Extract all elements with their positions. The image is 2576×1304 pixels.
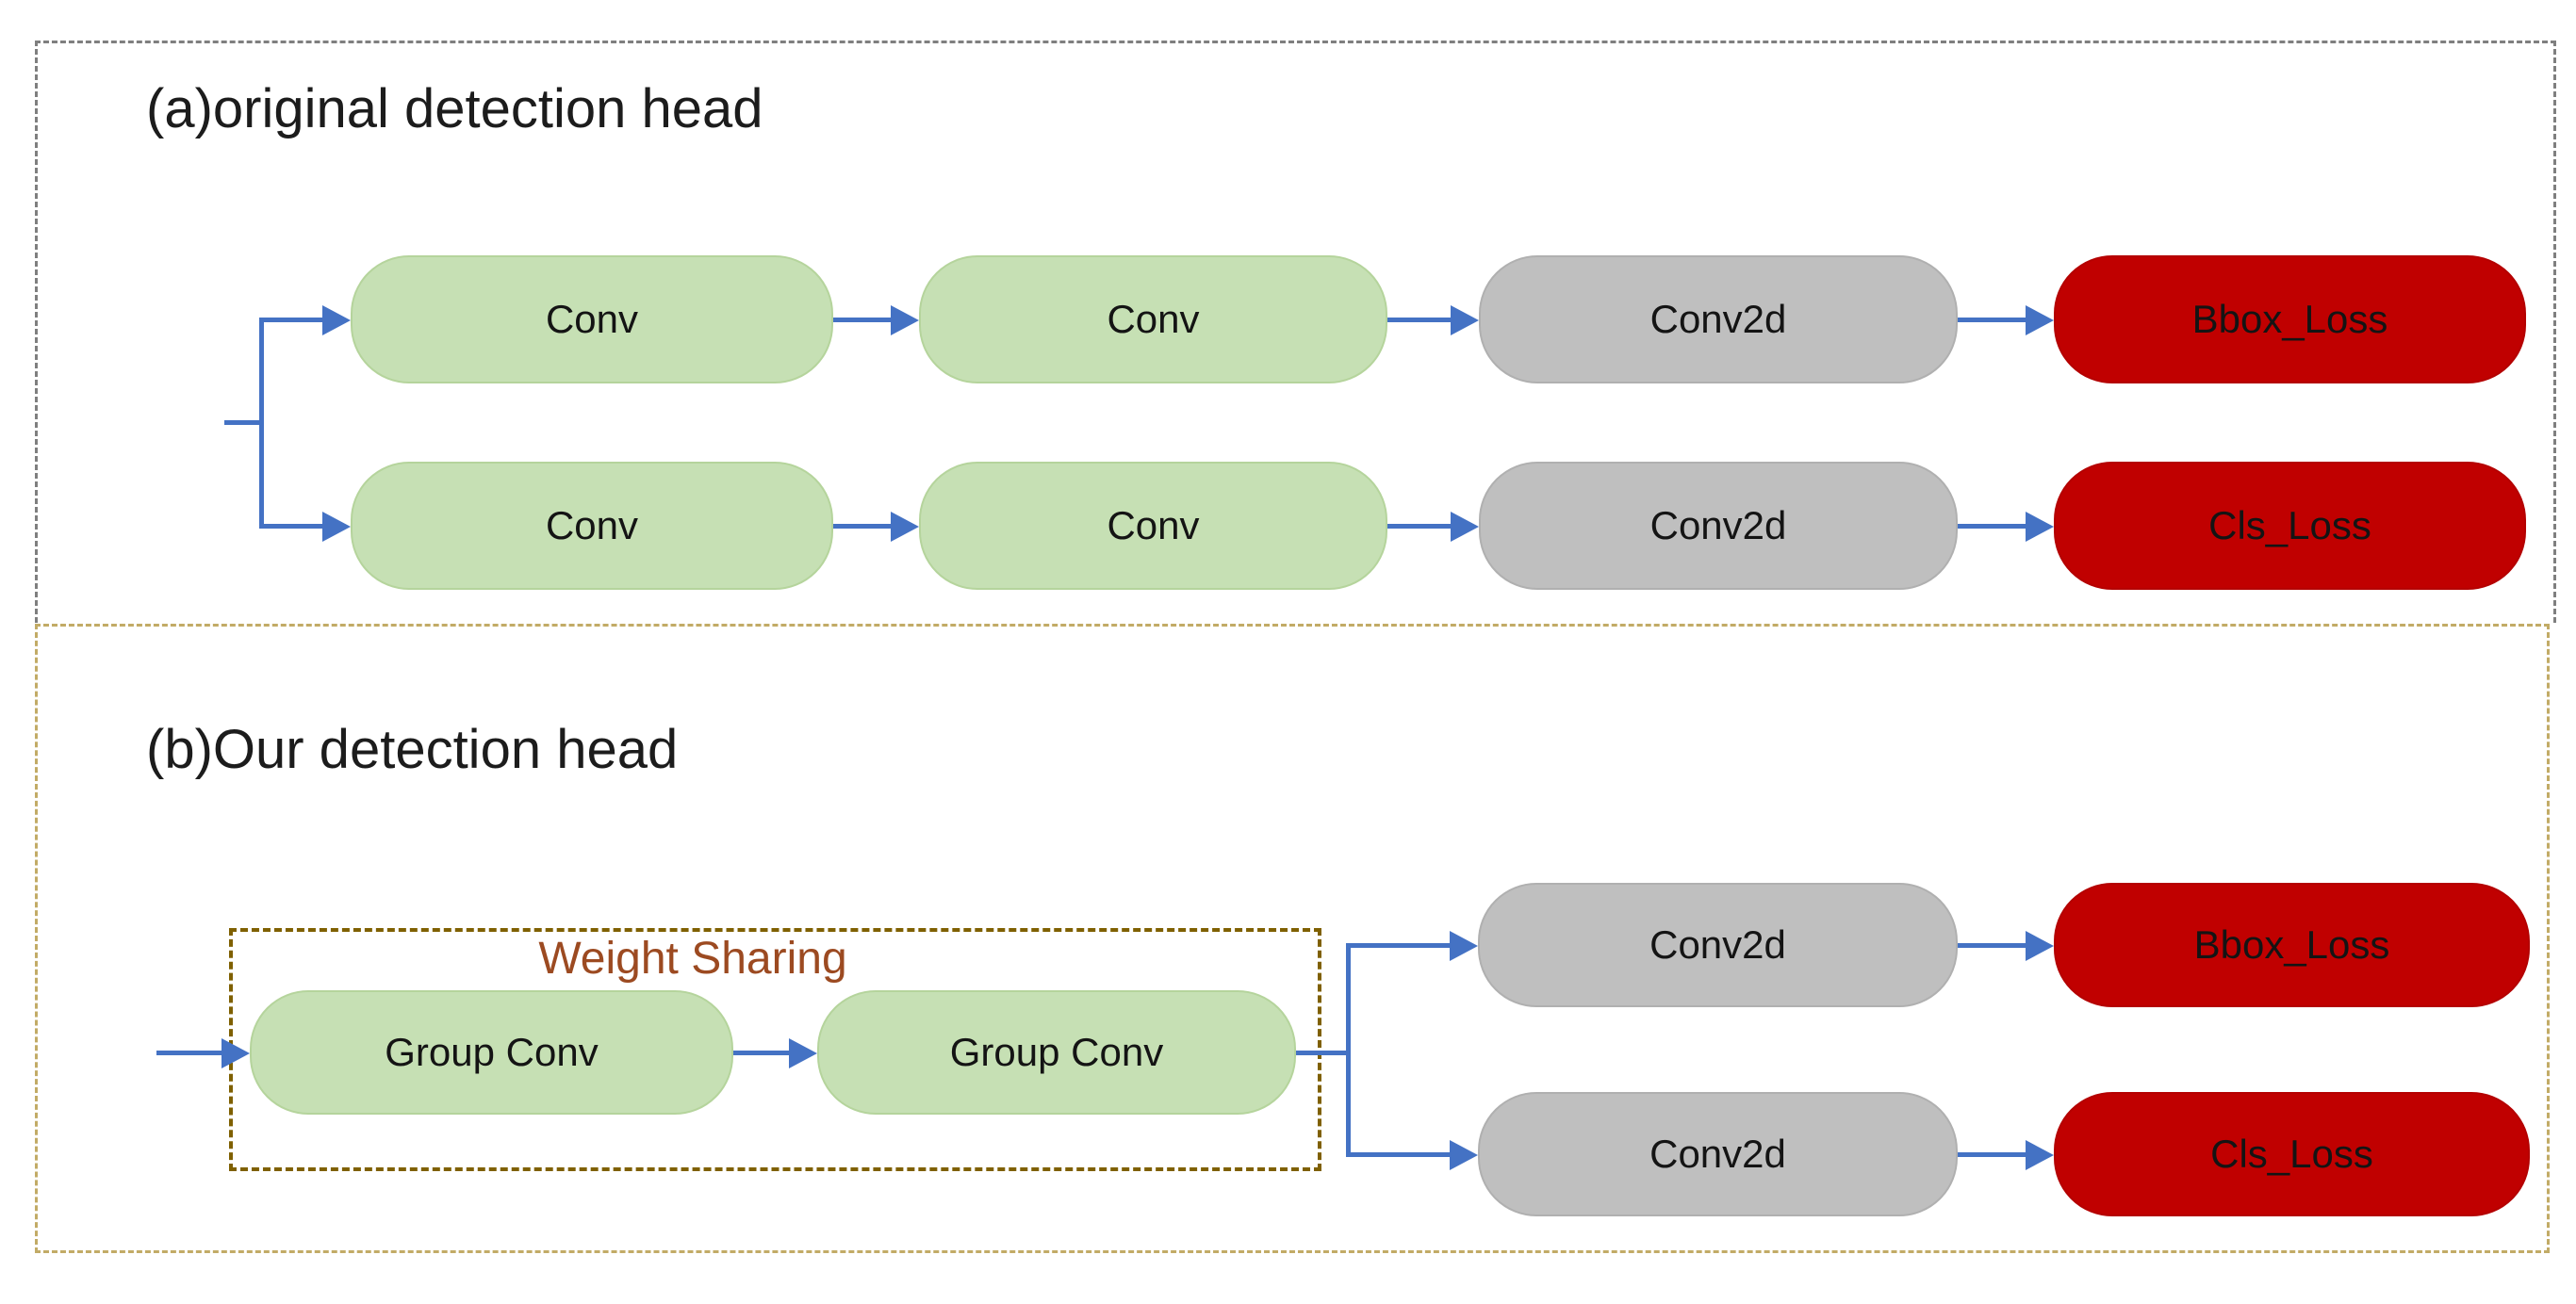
conv-box-label: Conv bbox=[545, 503, 639, 547]
section-b-title: (b)Our detection head bbox=[146, 719, 679, 780]
conv2d-box: Conv2d bbox=[1478, 883, 1958, 1007]
split-stub-line-b bbox=[1296, 1051, 1351, 1055]
group-conv-label: Group Conv bbox=[949, 1030, 1164, 1074]
conv-box-label: Conv bbox=[1107, 503, 1200, 547]
conv2d-box-label: Conv2d bbox=[1649, 922, 1786, 967]
arrow-b-bottom-loss bbox=[1958, 1152, 2026, 1157]
cls-loss-box: Cls_Loss bbox=[2054, 1092, 2530, 1216]
arrow-a-row1-1 bbox=[833, 318, 891, 322]
section-a-title: (a)original detection head bbox=[146, 78, 763, 139]
arrow-b-top-loss bbox=[1958, 943, 2026, 948]
arrow-a-row1-2 bbox=[1387, 318, 1451, 322]
arrow-a-row2-3 bbox=[1958, 524, 2026, 529]
bbox-loss-label: Bbox_Loss bbox=[2191, 297, 2388, 341]
input-stub-line-a bbox=[224, 420, 264, 425]
conv2d-box: Conv2d bbox=[1479, 255, 1958, 383]
weight-sharing-label: Weight Sharing bbox=[538, 934, 847, 984]
cls-loss-label: Cls_Loss bbox=[2208, 503, 2371, 547]
arrow-b-input bbox=[156, 1051, 222, 1055]
arrow-b-bottom-in bbox=[1351, 1152, 1450, 1157]
cls-loss-label: Cls_Loss bbox=[2210, 1132, 2373, 1176]
section-a-frame bbox=[35, 41, 2556, 623]
group-conv-label: Group Conv bbox=[385, 1030, 599, 1074]
group-conv-box: Group Conv bbox=[250, 990, 733, 1115]
section-b-frame bbox=[35, 624, 2550, 1253]
conv-box: Conv bbox=[351, 255, 833, 383]
arrow-a-row2-in bbox=[264, 524, 322, 529]
group-conv-box: Group Conv bbox=[817, 990, 1296, 1115]
conv2d-box: Conv2d bbox=[1478, 1092, 1958, 1216]
arrow-a-row2-1 bbox=[833, 524, 891, 529]
conv-box-label: Conv bbox=[1107, 297, 1200, 341]
arrow-b-groupconv bbox=[733, 1051, 789, 1055]
bbox-loss-box: Bbox_Loss bbox=[2054, 255, 2526, 383]
branch-line-b bbox=[1346, 943, 1351, 1157]
bbox-loss-label: Bbox_Loss bbox=[2193, 922, 2390, 967]
arrow-a-row2-2 bbox=[1387, 524, 1451, 529]
arrow-b-top-in bbox=[1351, 943, 1450, 948]
cls-loss-box: Cls_Loss bbox=[2054, 462, 2526, 590]
conv-box: Conv bbox=[351, 462, 833, 590]
arrow-a-row1-in bbox=[264, 318, 322, 322]
conv2d-box-label: Conv2d bbox=[1649, 297, 1787, 341]
conv2d-box-label: Conv2d bbox=[1649, 503, 1787, 547]
conv2d-box: Conv2d bbox=[1479, 462, 1958, 590]
conv2d-box-label: Conv2d bbox=[1649, 1132, 1786, 1176]
arrow-a-row1-3 bbox=[1958, 318, 2026, 322]
conv-box-label: Conv bbox=[545, 297, 639, 341]
conv-box: Conv bbox=[919, 462, 1387, 590]
bbox-loss-box: Bbox_Loss bbox=[2054, 883, 2530, 1007]
branch-line-a bbox=[259, 318, 264, 529]
conv-box: Conv bbox=[919, 255, 1387, 383]
